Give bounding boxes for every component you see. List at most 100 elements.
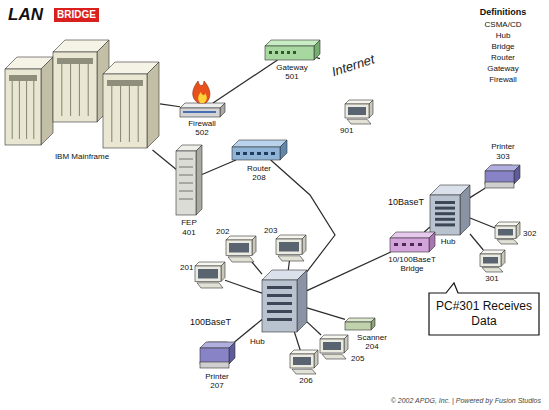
node-icon — [262, 270, 307, 332]
cabinet-panel — [129, 80, 130, 142]
node-icon — [345, 100, 373, 124]
cabinet-panel — [12, 75, 13, 139]
device-label: Printer — [205, 373, 229, 381]
icon-group — [345, 318, 375, 330]
device-label: 206 — [299, 377, 312, 385]
icon-group — [226, 236, 256, 262]
cabinet-side — [41, 57, 53, 145]
network-area — [166, 256, 404, 384]
monitor-top — [276, 235, 306, 239]
router-port — [264, 152, 268, 155]
printer-node: Printer207 — [200, 342, 235, 370]
monitor-screen — [293, 357, 311, 365]
monitor-side — [314, 350, 318, 368]
network-label: Internet — [330, 52, 376, 78]
monitor-screen — [498, 229, 513, 236]
pc-icon — [290, 350, 318, 374]
monitor-side — [252, 236, 256, 256]
node-icon — [313, 15, 478, 150]
icon-group — [195, 262, 225, 288]
printer-base — [200, 362, 229, 368]
device-label: 302 — [523, 230, 536, 238]
device-label: Scanner — [357, 334, 387, 342]
network-cable — [294, 332, 300, 350]
node-icon — [480, 250, 505, 272]
monitor-top — [423, 70, 451, 74]
hub-port — [267, 318, 292, 321]
network-cable — [307, 252, 391, 291]
device-label: IBM Mainframe — [55, 153, 109, 161]
icon-group — [430, 185, 470, 235]
device-label: 202 — [216, 228, 229, 236]
pc-node: 202 — [226, 236, 256, 262]
pc-icon — [388, 85, 416, 109]
monitor-screen — [348, 107, 366, 115]
drive-bay — [179, 167, 193, 168]
icon-group — [5, 40, 159, 148]
monitor-front — [423, 74, 447, 88]
device-label: 901 — [340, 127, 353, 135]
icon-group — [276, 235, 306, 261]
icon-group — [180, 81, 225, 117]
icon-group — [485, 165, 520, 188]
definition-term: Gateway — [487, 65, 519, 73]
keyboard — [228, 257, 254, 262]
device-label: Printer — [491, 143, 515, 151]
cabinet-panel — [70, 58, 71, 116]
cabinet-vent — [9, 75, 37, 81]
node-icon — [176, 145, 202, 215]
icon-group — [495, 222, 520, 244]
pc-node: 302 — [495, 222, 520, 244]
pc-icon — [226, 236, 256, 262]
node-icon — [232, 140, 287, 160]
bridge-front — [390, 238, 429, 252]
monitor-screen — [391, 92, 409, 100]
cabinet-vent — [107, 80, 143, 86]
firewall-top — [180, 103, 225, 108]
network-cable — [213, 60, 278, 103]
hub-side — [297, 270, 307, 332]
brand-tag: BRIDGE — [54, 8, 99, 22]
device-label: 10/100BaseT — [388, 256, 436, 264]
gateway-front — [265, 46, 314, 60]
node-icon — [226, 236, 256, 262]
network-cable — [271, 160, 335, 272]
router-port — [250, 152, 254, 155]
definition-term: Router — [491, 54, 515, 62]
bridge-port — [418, 243, 422, 246]
pc-node: 205 — [320, 335, 348, 359]
keyboard — [390, 104, 414, 109]
node-icon — [195, 262, 225, 288]
definition-term: CSMA/CD — [485, 21, 522, 29]
cabinet — [5, 57, 53, 145]
pc-icon — [195, 262, 225, 288]
cabinet-panel — [88, 58, 89, 116]
network-cable — [307, 308, 345, 320]
network-cable — [202, 160, 236, 174]
device-label: Router — [247, 165, 271, 173]
keyboard — [292, 369, 316, 374]
monitor-top — [226, 236, 256, 240]
cabinet — [53, 40, 109, 122]
definition-term: Hub — [496, 32, 511, 40]
cabinet-front — [5, 69, 41, 145]
monitor-front — [480, 254, 501, 267]
node-icon — [495, 222, 520, 244]
monitor-front — [195, 266, 221, 282]
gateway-light — [293, 51, 296, 54]
monitor-screen — [229, 243, 249, 253]
callout-box: PC#301 Receives Data — [428, 292, 540, 336]
monitor-top — [290, 350, 318, 354]
device-label: Bridge — [400, 265, 423, 273]
drive-bay — [179, 175, 193, 176]
network-cable — [470, 188, 485, 197]
device-label: 205 — [351, 355, 364, 363]
monitor-screen — [279, 242, 299, 252]
firewall-side — [220, 103, 225, 117]
keyboard — [322, 354, 346, 359]
network-area — [366, 161, 544, 279]
device-label: 207 — [210, 382, 223, 390]
pc-node: 301 — [480, 250, 505, 272]
icon-group — [176, 145, 202, 215]
cabinet — [103, 62, 159, 148]
